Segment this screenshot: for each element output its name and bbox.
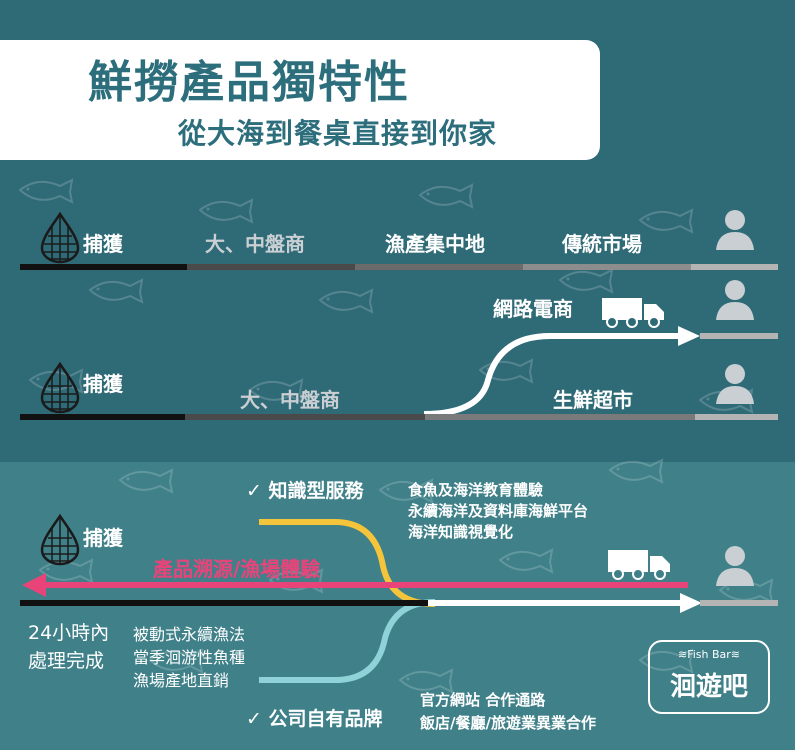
row1-hub-label: 漁產集中地 [385, 232, 485, 256]
direct-tail-bar [700, 600, 778, 606]
practice-item: 當季洄游性魚種 [133, 648, 246, 667]
consumer-icon [716, 364, 754, 404]
row2-middleman-label: 大、中盤商 [240, 388, 340, 412]
knowledge-item: 食魚及海洋教育體驗 [408, 481, 544, 499]
row1-catch-label: 捕獲 [83, 232, 123, 256]
consumer-icon [716, 210, 754, 250]
brand-line2: 飯店/餐廳/旅遊業異業合作 [420, 714, 596, 732]
droplet-net-icon [40, 513, 80, 566]
row2-chain-bar [20, 414, 778, 420]
title-panel [0, 40, 600, 160]
row2-catch-label: 捕獲 [83, 372, 123, 396]
consumer-icon [716, 280, 754, 320]
row1-market-label: 傳統市場 [562, 232, 642, 256]
truck-icon [608, 550, 670, 580]
droplet-net-icon [40, 361, 80, 414]
practice-item: 漁場產地直銷 [133, 671, 230, 690]
knowledge-item: 永續海洋及資料庫海鮮平台 [408, 502, 589, 520]
traceability-label: 產品溯源/漁場體驗 [153, 557, 321, 581]
logo-main-text: 洄遊吧 [669, 672, 748, 702]
ecommerce-curve-arrow [423, 326, 700, 417]
row2-upper-bar [700, 333, 778, 339]
brand-curve [259, 599, 436, 683]
knowledge-item: 海洋知識視覺化 [408, 523, 514, 541]
row1-chain-bar [20, 264, 778, 270]
supermarket-label: 生鮮超市 [553, 388, 633, 412]
traceability-arrow [22, 573, 688, 597]
ecommerce-label: 網路電商 [493, 297, 573, 321]
page-title: 鮮撈產品獨特性 [88, 57, 410, 108]
row3-catch-label: 捕獲 [83, 526, 123, 550]
direct-chain-bar [20, 600, 430, 606]
consumer-icon [716, 546, 754, 586]
direct-white-arrow [428, 593, 702, 613]
knowledge-service-title: ✓ 知識型服務 [246, 480, 364, 502]
logo-top-text: ≋Fish Bar≋ [677, 648, 741, 661]
brand-title: ✓ 公司自有品牌 [246, 708, 383, 730]
droplet-net-icon [40, 211, 80, 264]
row1-middleman-label: 大、中盤商 [205, 232, 305, 256]
fishbar-logo: ≋Fish Bar≋ 洄遊吧 [648, 640, 770, 714]
hours-line2: 處理完成 [28, 650, 105, 672]
truck-icon [602, 298, 664, 328]
hours-line1: 24小時內 [28, 622, 110, 644]
practice-item: 被動式永續漁法 [133, 625, 246, 644]
brand-line1: 官方網站 合作通路 [420, 691, 546, 709]
page-subtitle: 從大海到餐桌直接到你家 [178, 117, 498, 150]
